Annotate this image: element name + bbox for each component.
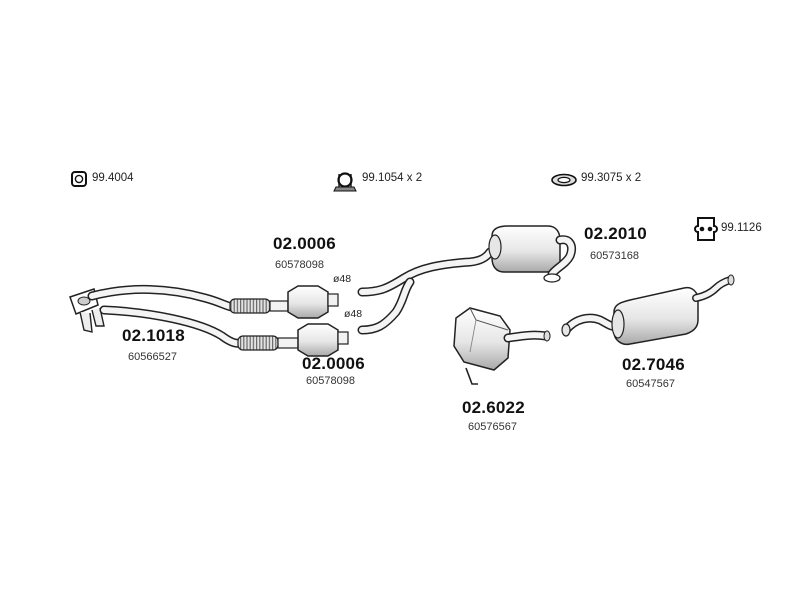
oe-number-middle-pipe: 60573168	[590, 250, 639, 262]
middle-silencer-02-6022	[453, 307, 551, 385]
part-number-middle-pipe: 02.2010	[584, 224, 647, 243]
front-pipe-02-1018	[69, 284, 299, 351]
accessory-code-hanger: 99.1126	[721, 222, 762, 234]
oe-number-front-pipe: 60566527	[128, 351, 177, 363]
oe-number-catalyst-upper: 60578098	[275, 259, 324, 271]
rear-silencer-02-7046	[561, 274, 735, 346]
part-number-middle-silencer: 02.6022	[462, 398, 525, 417]
rubber-hanger-icon	[694, 217, 718, 241]
accessory-code-u-bolt: 99.1054 x 2	[362, 172, 423, 184]
square-clamp-icon	[71, 171, 87, 187]
part-number-catalyst-lower: 02.0006	[302, 354, 365, 373]
middle-pipe-02-2010	[357, 225, 577, 335]
part-number-catalyst-upper: 02.0006	[273, 234, 336, 253]
diameter-label-upper: ø48	[333, 273, 352, 285]
part-number-front-pipe: 02.1018	[122, 326, 185, 345]
oe-number-middle-silencer: 60576567	[468, 421, 517, 433]
u-bolt-clamp-icon	[333, 172, 357, 192]
oe-number-rear-silencer: 60547567	[626, 378, 675, 390]
accessory-code-gasket: 99.3075 x 2	[581, 172, 642, 184]
catalyst-upper-02-0006	[287, 285, 339, 319]
part-number-rear-silencer: 02.7046	[622, 355, 685, 374]
catalyst-lower-02-0006	[297, 323, 349, 357]
accessory-code-clamp: 99.4004	[92, 172, 134, 184]
gasket-ring-icon	[551, 173, 577, 187]
diameter-label-lower: ø48	[344, 308, 363, 320]
oe-number-catalyst-lower: 60578098	[306, 375, 355, 387]
